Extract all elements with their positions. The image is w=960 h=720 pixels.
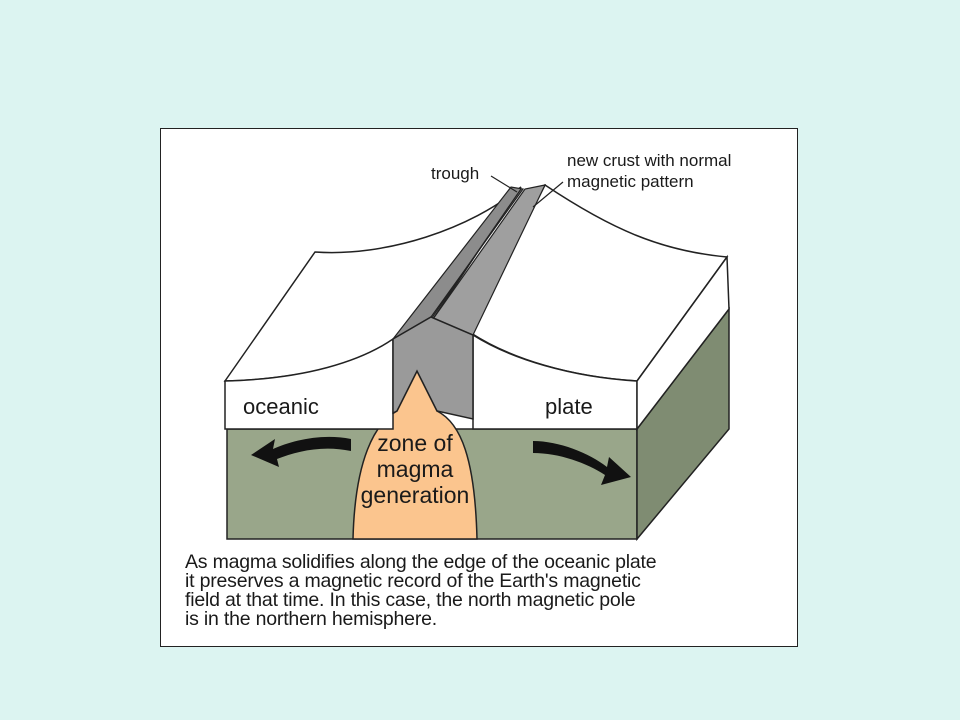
trough-callout-line <box>490 175 518 193</box>
trough-label: trough <box>431 164 479 183</box>
plate-label: plate <box>545 394 593 419</box>
caption-line-4: is in the northern hemisphere. <box>185 608 437 630</box>
ridge-diagram: trough new crust with normal magnetic pa… <box>223 151 731 542</box>
left-arrow-icon <box>251 436 351 467</box>
zone-label-line2: magma <box>377 456 454 482</box>
new-crust-label-line2: magnetic pattern <box>567 172 694 191</box>
oceanic-label: oceanic <box>243 394 319 419</box>
caption-line-3: field at that time. In this case, the no… <box>185 589 636 611</box>
right-crust-side <box>636 254 730 432</box>
figure-panel: trough new crust with normal magnetic pa… <box>160 128 798 647</box>
zone-label-line1: zone of <box>377 430 453 456</box>
right-arrow-icon <box>533 441 631 485</box>
trough-groove <box>426 188 522 326</box>
new-crust-label-line1: new crust with normal <box>567 151 731 170</box>
caption-line-1: As magma solidifies along the edge of th… <box>185 551 657 573</box>
new-crust-front <box>392 316 474 420</box>
new-crust-callout-line <box>532 181 564 208</box>
caption-line-2: it preserves a magnetic record of the Ea… <box>185 570 641 592</box>
figure-caption: As magma solidifies along the edge of th… <box>185 551 795 630</box>
zone-label-line3: generation <box>361 482 470 508</box>
